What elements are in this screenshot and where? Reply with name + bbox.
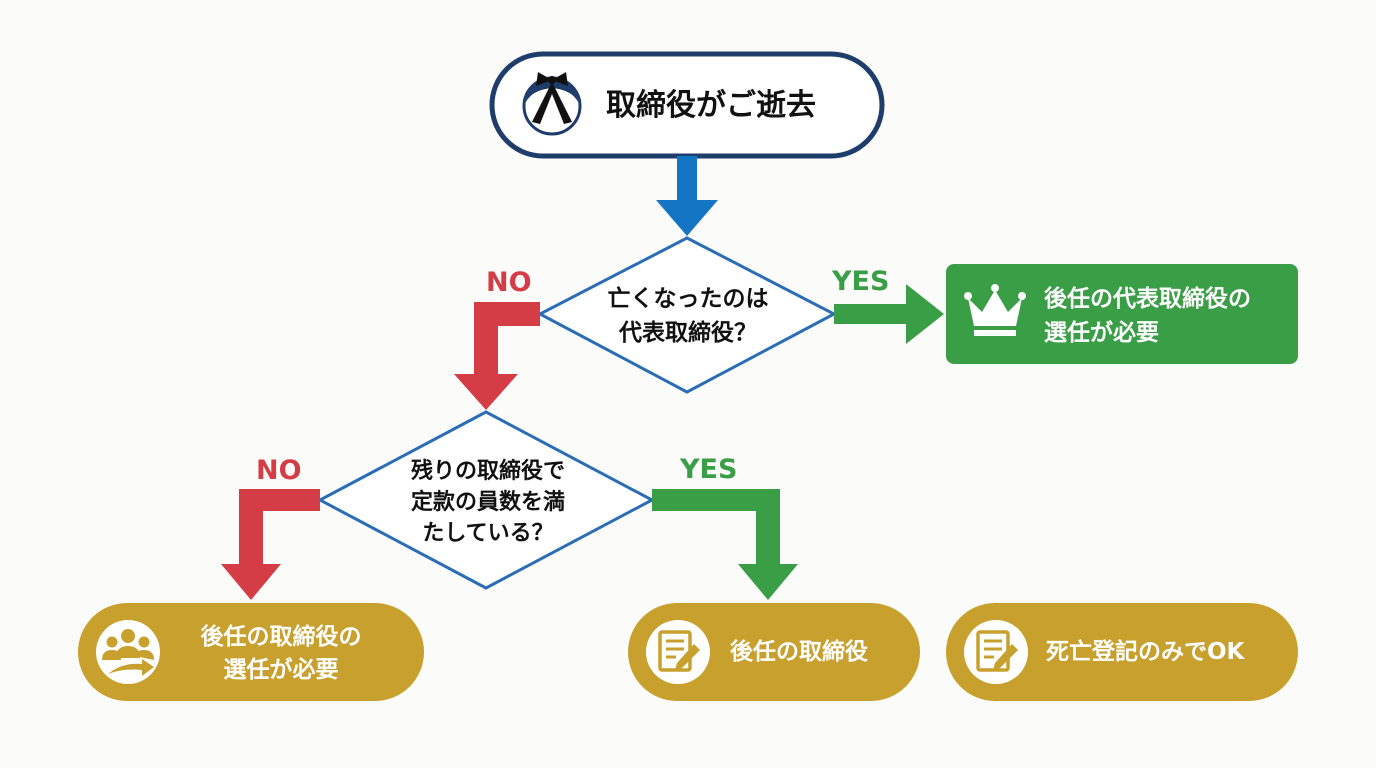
crown-icon [964,284,1026,336]
arrow-decision2-yes [652,489,798,600]
decision1-question-line2: 代表取締役？ [619,320,757,346]
mourning-ribbon-person-icon [522,72,582,136]
decision1-no-label: NO [486,267,532,298]
outcome-rep-director-line2: 選任が必要 [1044,320,1159,346]
people-transfer-icon [102,629,154,676]
outcome-rep-director-box [946,264,1298,364]
outcome-successor-required-line1: 後任の取締役の [200,624,362,650]
decision1-diamond [536,236,838,394]
arrow-decision1-yes [834,284,944,344]
document-pencil-icon [658,630,700,672]
decision2-diamond [316,410,656,590]
arrow-decision2-no [221,489,320,600]
decision2-question-line1: 残りの取締役で [410,459,566,484]
arrow-decision1-no [454,302,540,410]
outcome-successor-required-line2: 選任が必要 [223,657,339,683]
decision2-no-label: NO [256,455,302,486]
decision1-yes-label: YES [832,266,890,297]
outcome-successor-director-label: 後任の取締役 [730,639,868,665]
decision2-question-line3: たしている？ [422,521,554,546]
start-label: 取締役がご逝去 [606,88,816,123]
outcome-successor-director-box [628,603,920,701]
outcome-successor-required-box [78,603,424,701]
arrow-start-to-decision1 [656,156,718,236]
decision2-yes-label: YES [680,454,738,485]
outcome-rep-director-line1: 後任の代表取締役の [1044,286,1251,312]
outcome-death-registration-box [946,603,1298,701]
decision1-question-line1: 亡くなったのは [607,286,769,312]
document-pencil-icon [976,630,1018,672]
outcome-death-registration-label: 死亡登記のみでOK [1046,639,1245,665]
decision2-question-line2: 定款の員数を満 [410,490,566,515]
